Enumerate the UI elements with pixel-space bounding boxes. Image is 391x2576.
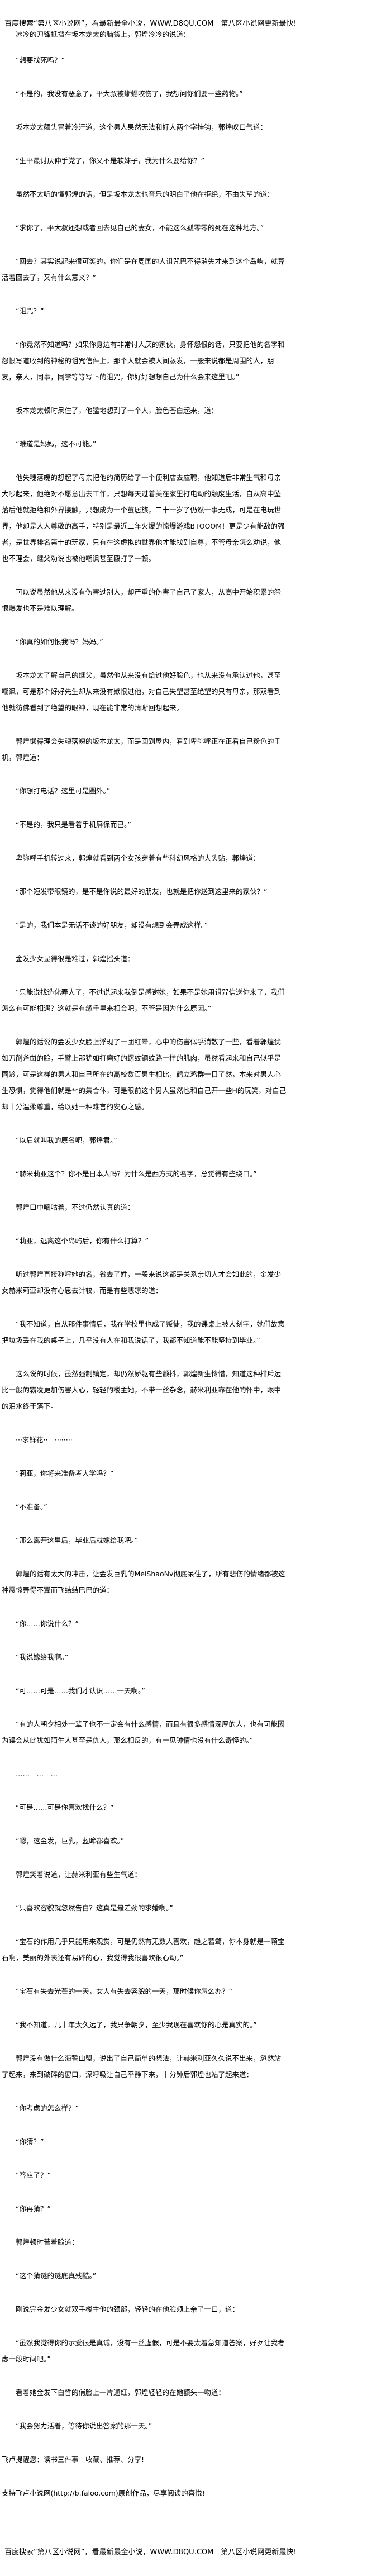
story-paragraph: 坂本龙太顿时呆住了，他猛地想到了一个人，脸色苍白起来，道：	[16, 406, 218, 415]
story-paragraph: “你考虑的怎么样？”	[16, 2104, 79, 2112]
story-paragraph: 郭煌的话说的金发少女脸上浮现了一团红晕，心中的伤害似乎消散了一些，看着郭煌犹如刀…	[2, 1038, 287, 1111]
story-paragraph: “我不知道，几十年太久远了，我只争朝夕，至少我现在喜欢你的心是真实的。”	[16, 2021, 257, 2029]
story-paragraph: 坂本龙太额头冒着冷汗道，这个男人果然无法和好人两个字挂钩，郭煌叹口气道：	[16, 123, 268, 131]
story-paragraph: “只喜欢容貌就忽然告白？这真是最差劲的求婚啊。”	[16, 1904, 173, 1912]
story-paragraph: “想要找死吗？”	[16, 56, 65, 64]
story-paragraph: “难道是妈妈，这不可能。”	[16, 440, 97, 448]
story-paragraph: 刚说完金发少女就双手楼主他的颈部，轻轻的在他脸颊上亲了一口，道：	[16, 2305, 240, 2313]
story-paragraph: “莉亚，逃离这个岛屿后，你有什么打算？”	[16, 1237, 149, 1245]
story-paragraph: “有的人朝夕相处一辈子也不一定会有什么感情，而且有很多感情深厚的人，也有可能因为…	[2, 1720, 285, 1745]
story-paragraph: 郭煌懒得理会失魂落魄的坂本龙太，而是回到屋内，看到卑弥呼正在正看自己粉色的手机，…	[2, 737, 282, 762]
story-paragraph: “不是的，我只是看着手机屏保而已。”	[16, 820, 131, 829]
story-paragraph: “答应了？”	[16, 2171, 51, 2179]
story-paragraph: “这个猜谜的谜底真残酷。”	[16, 2271, 97, 2280]
story-paragraph: “只能说找造化弄人了，不过说起来我倒是感谢她，如果不是她用诅咒信送你来了，我们怎…	[2, 988, 285, 1013]
story-paragraph: 郭煌口中嘀咕着，不过仍然认真的道：	[16, 1203, 135, 1211]
story-paragraph: ···求鲜花·· ········	[16, 1436, 73, 1444]
story-paragraph: “你真的如何恨我吗？妈妈。”	[16, 638, 103, 646]
story-paragraph: 这么说的时候，虽然强制镇定，却仍然娇躯有些颤抖，郭煌新生怜惜，知道这种排斥远比一…	[2, 1370, 282, 1410]
site-promo-header: 百度搜索“第八区小说网”，看最新最全小说，WWW.D8QU.COM 第八区小说网…	[4, 20, 297, 28]
site-notice: 支持飞卢小说网(http://b.faloo.com)原创作品，尽享阅读的喜悦!	[2, 2489, 205, 2497]
story-paragraph: 郭煌顿时苦着脸道：	[16, 2238, 79, 2246]
story-paragraph: “回去？其实说起来很可笑的，你们是在周围的人诅咒巴不得消失才来到这个岛屿，就算活…	[2, 257, 285, 282]
story-paragraph: “可……可是……我们才认识……一天啊。”	[16, 1686, 145, 1695]
story-paragraph: “以后就叫我的原名吧，郭煌君。”	[16, 1136, 117, 1144]
story-paragraph: “你……你说什么？”	[16, 1619, 79, 1628]
story-paragraph: 冰冷的刀锋抵挡在坂本龙太的脑袋上，郭煌冷冷的说道：	[16, 30, 190, 39]
chapter-body: 冰冷的刀锋抵挡在坂本龙太的脑袋上，郭煌冷冷的说道： “想要找死吗？” “不是的，我没…	[2, 29, 287, 2518]
story-paragraph: “那么离开这里后，毕业后就嫁给我吧。”	[16, 1536, 139, 1544]
story-paragraph: “求你了，平大叔还想或者回去见自己的妻女，不能这么孤零零的死在这种地方。”	[16, 224, 264, 232]
story-paragraph: 可以说虽然他从来没有伤害过别人，却严重的伤害了自己了家人，从高中开始积累的怨恨爆…	[2, 588, 282, 612]
story-paragraph: “莉亚，你将来准备考大学吗？”	[16, 1469, 114, 1477]
story-paragraph: 郭煌笑着说道，让赫米利亚有些生气道：	[16, 1870, 142, 1879]
story-paragraph: 坂本龙太了解自己的继父，虽然他从来没有给过他好脸色，也从来没有承认过他，甚至嘲讽…	[2, 671, 282, 712]
story-paragraph: “诅咒？”	[16, 307, 44, 315]
story-paragraph: “我会努力活着，等待你说出答案的那一天。”	[16, 2422, 152, 2430]
story-paragraph: 虽然不太听的懂郭煌的话，但是坂本龙太也音乐的明白了他在拒绝，不由失望的道：	[16, 190, 274, 198]
story-paragraph: “不准备。”	[16, 1503, 47, 1511]
story-paragraph: 听过郭煌直接称呼她的名，省去了姓，一般来说这都是关系亲切人才会如此的，金发少女赫…	[2, 1270, 282, 1295]
story-paragraph: 郭煌没有做什么海誓山盟，说出了自己简单的想法，让赫米利亚久久说不出来，忽然站了起…	[2, 2054, 282, 2079]
story-paragraph: “是的，我们本是无话不谈的好朋友，却没有想到会弄成这样。”	[16, 921, 208, 929]
story-paragraph: “宝石有失去光芒的一天，女人有失去容貌的一天，那时候你怎么办？”	[16, 1987, 232, 1995]
story-paragraph: “我不知道，自从那件事情后，我在学校里也成了叛徒，我的课桌上被人刻字，她们故意把…	[2, 1320, 285, 1344]
story-paragraph: “你竟然不知道吗？如果你身边有非常讨人厌的家伙，身怀怨恨的话，只要把他的名字和怨…	[2, 340, 285, 381]
story-paragraph: “宝石的作用几乎只能用来观赏，可是仍然有无数人喜欢，趋之若鹜，你本身就是一颗宝石…	[2, 1937, 285, 1962]
story-paragraph: “你猜？”	[16, 2137, 44, 2146]
story-paragraph: “你想打电话？这里可是圈外。”	[16, 787, 111, 795]
story-paragraph: “你再猜？”	[16, 2204, 51, 2213]
site-promo-footer: 百度搜索“第八区小说网”，看最新最全小说，WWW.D8QU.COM 第八区小说网…	[4, 2548, 297, 2556]
story-paragraph: “赫米莉亚这个？你不是日本人吗？为什么是西方式的名字，总觉得有些绕口。”	[16, 1170, 257, 1178]
story-paragraph: 卑弥呼手机转过来，郭煌就看到两个女孩穿着有些科幻风格的大头贴，郭煌道：	[16, 854, 260, 862]
story-paragraph: 看着她金发下白皙的俏脸上一片通红，郭煌轻轻的在她额头一吻道：	[16, 2388, 226, 2397]
story-paragraph: “虽然我觉得你的示爱很是真诚，没有一丝虚假，可是不要太着急知道答案，好歹让我考虑…	[2, 2339, 285, 2363]
story-paragraph: …… … …	[16, 1770, 58, 1778]
story-paragraph: “可是……可是你喜欢找什么？”	[16, 1803, 114, 1812]
story-paragraph: 郭煌的话有太大的冲击，让金发巨乳的MeiShaoNv彻底呆住了，所有悲伤的情绪都…	[2, 1570, 285, 1594]
story-paragraph: “嗯，这金发，巨乳，蓝眸都喜欢。”	[16, 1837, 125, 1845]
story-paragraph: “不是的，我没有恶意了，平大叔被蜥蜴咬伤了，我想问你们要一些药物。”	[16, 89, 243, 98]
story-paragraph: 金发少女显得很是难过，郭煌摇头道：	[16, 954, 135, 963]
site-notice: 飞卢提醒您：读书三件事 - 收藏、推荐、分享!	[2, 2455, 144, 2464]
story-paragraph: “生平最讨厌伸手党了，你又不是软妹子，我为什么要给你？”	[16, 156, 204, 165]
story-paragraph: “我说嫁给我啊。”	[16, 1653, 69, 1661]
story-paragraph: “那个短发带眼镜的，是不是你说的最好的朋友，也就是把你送到这里来的家伙？”	[16, 887, 268, 896]
story-paragraph: 他失魂落魄的想起了母亲把他的简历给了一个便利店去应聘，他知道后非常生气和母亲大吵…	[2, 473, 285, 563]
